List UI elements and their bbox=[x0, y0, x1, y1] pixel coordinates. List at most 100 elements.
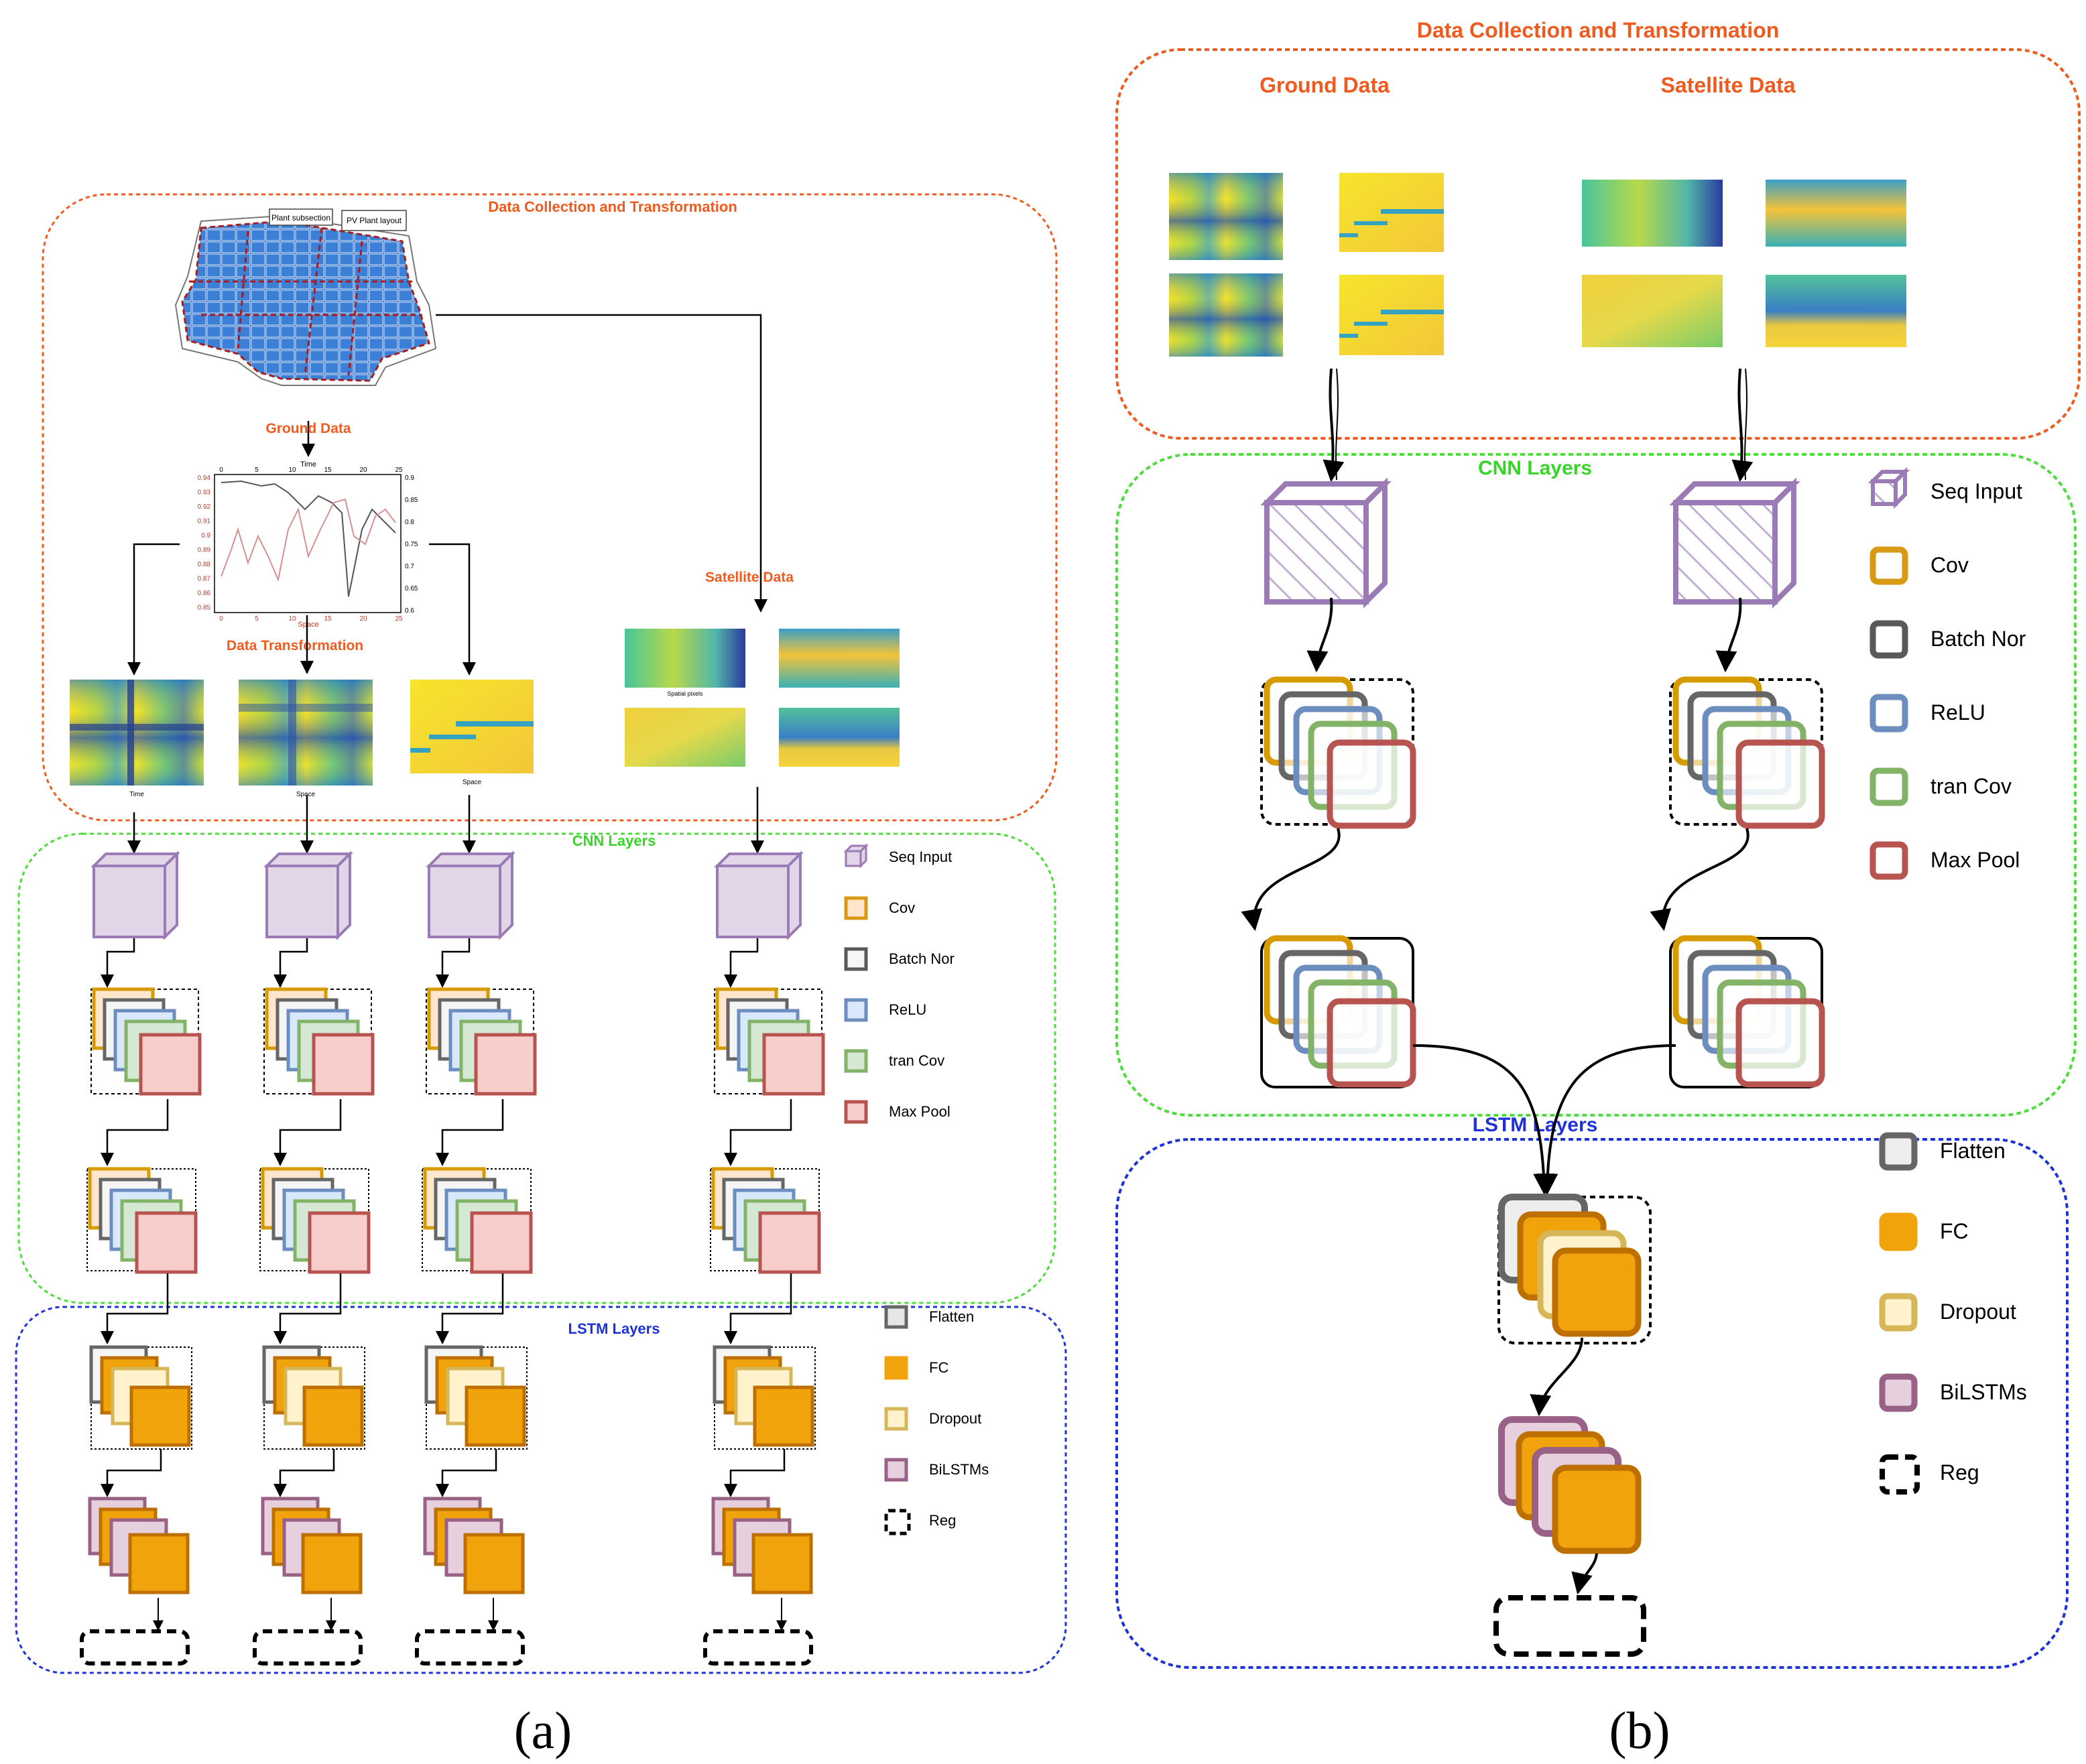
legend-label: Cov bbox=[889, 899, 915, 916]
seq-input-front bbox=[1673, 500, 1778, 605]
seq-input-side bbox=[859, 843, 867, 869]
fc-layer bbox=[129, 1385, 191, 1447]
legend-label: tran Cov bbox=[889, 1052, 944, 1069]
max-pool-layer bbox=[1327, 998, 1416, 1088]
satellite-maps-b bbox=[1582, 180, 1906, 347]
max-pool-layer bbox=[470, 1211, 533, 1274]
cnn-frame-a bbox=[17, 832, 1056, 1304]
legend-label: BiLSTMs bbox=[929, 1461, 989, 1478]
legend-label: BiLSTMs bbox=[1940, 1380, 2027, 1404]
plot-top-tick: 10 bbox=[288, 466, 296, 474]
max-pool-layer bbox=[762, 1033, 825, 1096]
legend-swatch bbox=[1869, 767, 1908, 806]
flow-arrow bbox=[724, 1273, 792, 1344]
flow-arrow bbox=[1241, 828, 1341, 932]
heatmap-time-a: Time bbox=[70, 680, 204, 798]
legend-label: ReLU bbox=[1930, 700, 1985, 724]
plot-right-tick: 0.8 bbox=[405, 519, 414, 526]
max-pool-layer bbox=[1735, 998, 1825, 1088]
flow-arrow bbox=[1412, 1044, 1555, 1196]
plot-right-tick: 0.75 bbox=[405, 541, 418, 548]
flow-arrow bbox=[273, 1449, 335, 1497]
satellite-data-label-b: Satellite Data bbox=[1661, 73, 1796, 97]
max-pool-layer bbox=[135, 1211, 198, 1274]
pv-plant-map: Plant subsection PV Plant layout bbox=[174, 208, 437, 386]
legend-swatch bbox=[844, 896, 868, 920]
reg-layer bbox=[253, 1629, 363, 1665]
plot-right-tick: 0.9 bbox=[405, 475, 414, 482]
plot-left-tick: 0.85 bbox=[198, 605, 211, 612]
legend-label: Batch Nor bbox=[889, 950, 955, 967]
caption-b: (b) bbox=[1609, 1701, 1670, 1759]
satellite-data-label-a: Satellite Data bbox=[705, 570, 794, 585]
plot-top-tick: 5 bbox=[255, 466, 259, 474]
flow-arrow bbox=[1530, 1337, 1583, 1417]
legend-label: tran Cov bbox=[1930, 774, 2012, 798]
legend-label: Seq Input bbox=[1930, 479, 2022, 503]
legend-label: ReLU bbox=[889, 1001, 926, 1018]
max-pool-layer bbox=[758, 1211, 821, 1274]
seq-input-top bbox=[714, 853, 804, 867]
flow-arrow bbox=[101, 1099, 169, 1166]
flow-arrow bbox=[273, 1099, 342, 1166]
plot-bottom-tick: 0 bbox=[219, 615, 223, 623]
ground-time-series-plot: Time Space 0.940.930.920.910.90.890.880.… bbox=[198, 460, 418, 629]
satellite-maps-a: Spatial pixels bbox=[625, 629, 900, 767]
legend-swatch bbox=[844, 1100, 868, 1124]
fc-layer bbox=[128, 1533, 190, 1594]
max-pool-layer bbox=[474, 1033, 537, 1096]
legend-swatch bbox=[884, 1407, 908, 1431]
seq-input-side bbox=[336, 850, 351, 940]
legend-swatch bbox=[884, 1458, 908, 1482]
flow-arrow bbox=[1571, 1553, 1598, 1595]
legend-swatch bbox=[844, 998, 868, 1022]
pipeline-column-a bbox=[253, 850, 375, 1665]
seq-input-side bbox=[499, 850, 513, 940]
heatmap-space-time-a: Space bbox=[410, 680, 534, 786]
legend-label: Max Pool bbox=[889, 1103, 950, 1120]
heatmap-time-axis-label: Time bbox=[129, 791, 144, 798]
seq-input-side bbox=[787, 850, 802, 940]
legend-swatch bbox=[884, 1356, 908, 1380]
legend-label: Flatten bbox=[929, 1308, 974, 1325]
flow-arrow bbox=[1715, 597, 1742, 673]
ground-data-label-a: Ground Data bbox=[265, 421, 351, 436]
satellite-axis-label: Spatial pixels bbox=[667, 690, 703, 697]
legend-label: Seq Input bbox=[889, 848, 952, 865]
flow-arrow bbox=[1306, 597, 1333, 673]
fc-layer bbox=[1552, 1247, 1642, 1337]
plot-bottom-axis-label: Space bbox=[298, 621, 318, 629]
callout-pv-plant-layout: PV Plant layout bbox=[347, 216, 402, 225]
flow-arrow bbox=[724, 1449, 786, 1497]
plot-left-tick: 0.86 bbox=[198, 590, 211, 597]
seq-input-front bbox=[1264, 500, 1369, 605]
cnn-section-title-b: CNN Layers bbox=[1478, 457, 1592, 479]
caption-a: (a) bbox=[514, 1701, 572, 1759]
group-boundary bbox=[1260, 678, 1414, 826]
plot-bottom-tick: 25 bbox=[395, 615, 403, 623]
max-pool-layer bbox=[308, 1211, 371, 1274]
seq-input-side bbox=[1363, 477, 1388, 609]
legend-label: Reg bbox=[1940, 1460, 1979, 1485]
legend-label: Reg bbox=[929, 1512, 956, 1529]
fc-layer bbox=[463, 1533, 525, 1594]
data-frame-a bbox=[42, 193, 1058, 822]
lstm-section-title-a: LSTM Layers bbox=[568, 1320, 660, 1337]
plot-left-tick: 0.92 bbox=[198, 503, 211, 511]
pipeline-column-a bbox=[703, 850, 825, 1665]
data-frame-b bbox=[1115, 48, 2081, 440]
legend-label: Flatten bbox=[1940, 1139, 2006, 1163]
flow-arrow bbox=[436, 1273, 504, 1344]
legend-label: Dropout bbox=[1940, 1300, 2016, 1324]
flow-arrow bbox=[436, 1449, 497, 1497]
plot-left-ticks: 0.940.930.920.910.90.890.880.870.860.85 bbox=[198, 475, 211, 612]
plot-right-ticks: 0.90.850.80.750.70.650.6 bbox=[405, 475, 418, 615]
merge-arrows bbox=[1412, 1044, 1676, 1657]
legend-label: FC bbox=[1940, 1219, 1969, 1243]
pipeline-column-a bbox=[415, 850, 537, 1665]
columns-b bbox=[1241, 477, 1825, 1657]
